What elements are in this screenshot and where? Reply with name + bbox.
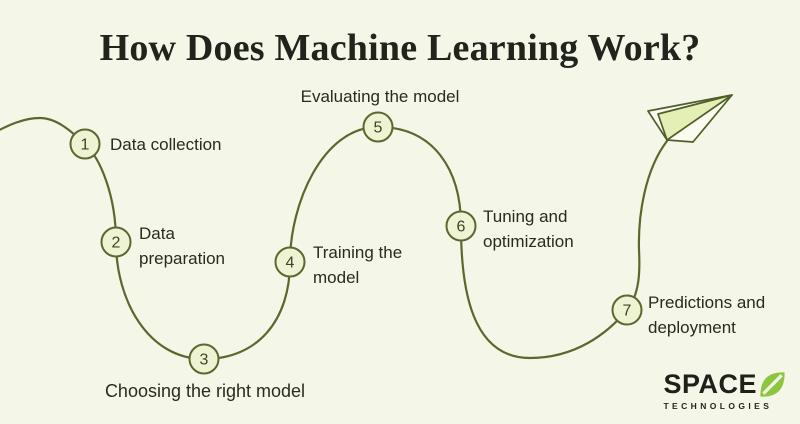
step-circle-4: [274, 246, 306, 278]
step-numbers: 1 2 3 4 5 6 7: [81, 120, 632, 369]
logo-brand-text: SPACE: [663, 369, 757, 399]
paper-plane-fold: [657, 94, 733, 141]
step-circle-3: [188, 343, 220, 375]
step-number-7: 7: [623, 303, 632, 320]
logo-subtitle: TECHNOLOGIES: [663, 401, 773, 411]
step-number-2: 2: [112, 235, 121, 252]
step-circle-6: [445, 210, 477, 242]
step-circle-5: [362, 111, 394, 143]
paper-plane-icon: [647, 94, 733, 143]
step-circle-2: [100, 226, 132, 258]
page-title: How Does Machine Learning Work?: [99, 27, 701, 69]
step-number-5: 5: [374, 120, 383, 137]
step-circles: [69, 111, 643, 375]
step-number-1: 1: [81, 137, 90, 154]
step-number-6: 6: [457, 219, 466, 236]
step-label-data-collection: Data collection: [110, 135, 222, 154]
step-label-data-preparation: Data preparation: [139, 224, 226, 268]
spaceo-logo: SPACE TECHNOLOGIES: [663, 371, 786, 411]
step-label-tuning-optimization: Tuning and optimization: [483, 207, 574, 251]
step-label-choosing-right-model: Choosing the right model: [104, 381, 306, 401]
step-circle-1: [69, 128, 101, 160]
step-number-3: 3: [200, 352, 209, 369]
step-label-evaluating-model: Evaluating the model: [300, 87, 460, 106]
logo-slashed-o-icon: [760, 372, 785, 397]
step-circle-7: [611, 294, 643, 326]
logo-row: SPACE: [663, 371, 786, 398]
step-number-4: 4: [286, 255, 295, 272]
step-label-training-model: Training the model: [313, 243, 403, 287]
step-label-predictions-deployment: Predictions and deployment: [648, 293, 766, 337]
